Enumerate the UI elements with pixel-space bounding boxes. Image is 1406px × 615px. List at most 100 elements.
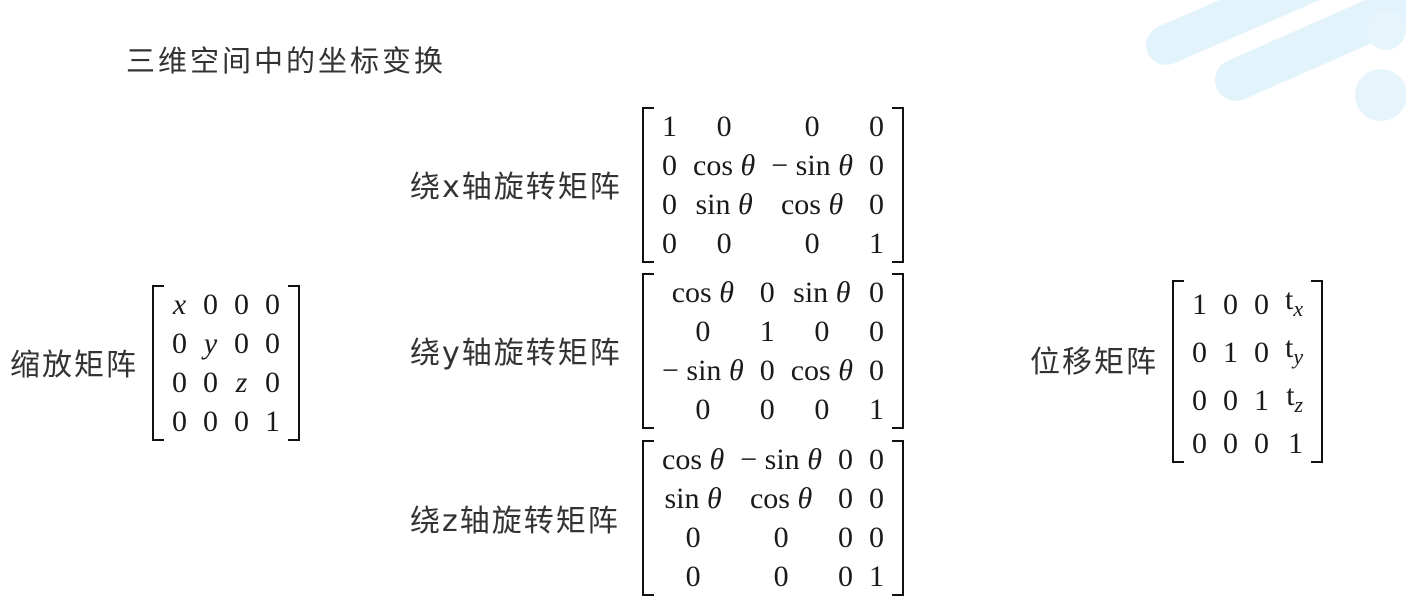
matrix-cell: 0 — [662, 227, 677, 260]
matrix-cell: 0 — [234, 327, 249, 360]
matrix-cell: 1 — [1288, 427, 1304, 460]
matrix-cell: 0 — [234, 405, 249, 438]
matrix-cell: 0 — [1192, 427, 1207, 460]
matrix-cell: 0 — [773, 521, 789, 554]
matrix-cell: 0 — [1254, 287, 1269, 321]
matrix-cell: 0 — [814, 393, 830, 426]
matrix-cell: cos θ — [671, 276, 734, 309]
matrix-cell: 1 — [662, 110, 677, 143]
right-bracket — [891, 440, 904, 596]
matrix-cell: 0 — [662, 188, 677, 221]
matrix-cell: 0 — [868, 443, 884, 476]
matrix-cell: 0 — [203, 405, 218, 438]
matrix-cell: 0 — [868, 354, 884, 387]
rot-y-matrix: cos θ 0 sin θ 0 0 1 0 0 − sin θ 0 cos θ … — [642, 273, 904, 429]
left-bracket — [1172, 280, 1184, 463]
matrix-cell: 0 — [695, 315, 711, 348]
matrix-cell: tz — [1286, 379, 1304, 417]
matrix-cell: 0 — [265, 288, 280, 321]
matrix-cell: 0 — [868, 521, 884, 554]
matrix-cell: 1 — [759, 315, 775, 348]
matrix-cell: 0 — [265, 366, 280, 399]
matrix-cell: 0 — [203, 288, 218, 321]
matrix-cell: 0 — [814, 315, 830, 348]
matrix-cell: 1 — [1192, 287, 1207, 321]
right-bracket — [1311, 280, 1324, 463]
decorative-stripes — [1146, 0, 1406, 121]
right-bracket — [891, 273, 904, 429]
matrix-cell: 0 — [203, 366, 218, 399]
matrix-cell: 0 — [695, 393, 711, 426]
matrix-cell: ty — [1285, 331, 1304, 369]
matrix-cell: 0 — [773, 560, 789, 593]
translate-matrix: 1 0 0 tx 0 1 0 ty 0 0 1 tz 0 0 0 1 — [1172, 280, 1324, 463]
matrix-cell: cos θ — [790, 354, 853, 387]
page-title: 三维空间中的坐标变换 — [126, 44, 447, 78]
matrix-cell: cos θ — [749, 482, 813, 515]
right-bracket — [288, 285, 300, 441]
matrix-cell: 0 — [759, 354, 775, 387]
matrix-cell: sin θ — [695, 188, 753, 221]
matrix-cell: 1 — [868, 560, 884, 593]
matrix-cell: 0 — [868, 276, 884, 309]
right-bracket — [891, 107, 904, 263]
matrix-cell: tx — [1285, 283, 1304, 321]
matrix-cell: 0 — [1254, 335, 1269, 369]
matrix-cell: 0 — [868, 149, 884, 182]
scale-matrix: x 0 0 0 0 y 0 0 0 0 z 0 0 0 0 1 — [152, 285, 300, 441]
matrix-cell: cos θ — [693, 149, 756, 182]
matrix-cell: 0 — [868, 482, 884, 515]
matrix-cell: sin θ — [664, 482, 722, 515]
matrix-cell: 0 — [265, 327, 280, 360]
matrix-cell: − sin θ — [662, 354, 744, 387]
matrix-cell: 0 — [804, 227, 820, 260]
matrix-cell: 0 — [1192, 383, 1207, 417]
matrix-cell: 0 — [1254, 427, 1269, 460]
matrix-cell: 0 — [1223, 427, 1238, 460]
matrix-cell: 0 — [804, 110, 820, 143]
matrix-cell: 0 — [837, 560, 853, 593]
matrix-cell: 0 — [837, 482, 853, 515]
matrix-cell: − sin θ — [740, 443, 822, 476]
matrix-cell: 0 — [868, 315, 884, 348]
matrix-cell: cos θ — [662, 443, 725, 476]
left-bracket — [642, 107, 654, 263]
matrix-cell: y — [203, 327, 218, 360]
rot-y-matrix-label: 绕y轴旋转矩阵 — [410, 336, 622, 371]
matrix-cell: 0 — [685, 521, 701, 554]
matrix-cell: sin θ — [793, 276, 851, 309]
matrix-cell: 0 — [172, 405, 187, 438]
matrix-cell: 1 — [1254, 383, 1269, 417]
left-bracket — [152, 285, 164, 441]
matrix-cell: 0 — [172, 366, 187, 399]
matrix-cell: 0 — [759, 393, 775, 426]
matrix-cell: 1 — [1223, 335, 1238, 369]
matrix-cell: z — [235, 366, 248, 399]
matrix-cell: 0 — [1223, 383, 1238, 417]
matrix-cell: 1 — [265, 405, 280, 438]
rot-x-matrix: 1 0 0 0 0 cos θ − sin θ 0 0 sin θ cos θ … — [642, 107, 904, 263]
rot-z-matrix-label: 绕z轴旋转矩阵 — [410, 504, 620, 539]
matrix-cell: 1 — [868, 227, 884, 260]
matrix-cell: 0 — [716, 110, 732, 143]
left-bracket — [642, 440, 654, 596]
matrix-cell: 0 — [1223, 287, 1238, 321]
matrix-cell: 0 — [716, 227, 732, 260]
left-bracket — [642, 273, 654, 429]
matrix-cell: 1 — [868, 393, 884, 426]
scale-matrix-label: 缩放矩阵 — [10, 348, 138, 383]
matrix-cell: 0 — [234, 288, 249, 321]
matrix-cell: 0 — [868, 110, 884, 143]
rot-x-matrix-label: 绕x轴旋转矩阵 — [410, 170, 622, 205]
matrix-cell: 0 — [759, 276, 775, 309]
matrix-cell: 0 — [662, 149, 677, 182]
matrix-cell: 0 — [172, 327, 187, 360]
matrix-cell: 0 — [837, 443, 853, 476]
matrix-cell: x — [172, 288, 187, 321]
matrix-cell: 0 — [868, 188, 884, 221]
rot-z-matrix: cos θ − sin θ 0 0 sin θ cos θ 0 0 0 0 0 … — [642, 440, 904, 596]
matrix-cell: 0 — [837, 521, 853, 554]
matrix-cell: 0 — [1192, 335, 1207, 369]
matrix-cell: 0 — [685, 560, 701, 593]
matrix-cell: − sin θ — [771, 149, 853, 182]
